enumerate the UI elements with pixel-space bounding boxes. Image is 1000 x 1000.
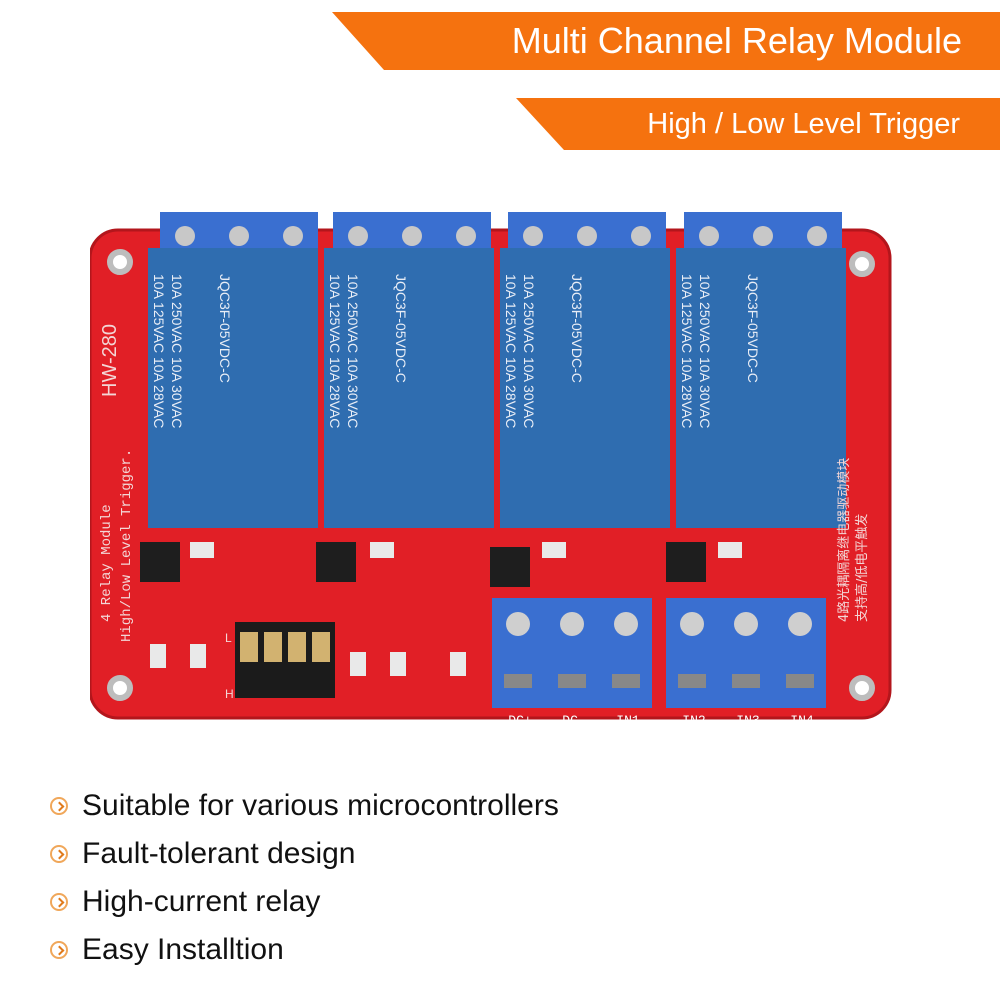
feature-item: High-current relay	[50, 878, 559, 926]
board-cn-label-2: 支持高/低电平触发	[854, 514, 870, 622]
pin-label-in4: IN4	[790, 713, 814, 728]
relay-3	[500, 212, 670, 528]
relay-3-rating-1: 10A 250VAC 10A 30VAC	[521, 274, 537, 428]
relay-1-rating-1: 10A 250VAC 10A 30VAC	[169, 274, 185, 428]
feature-item: Suitable for various microcontrollers	[50, 782, 559, 830]
pin-label-dc-plus: DC+	[508, 713, 532, 728]
relay-board-image: 10A 250VAC 10A 30VAC 10A 125VAC 10A 28VA…	[90, 212, 892, 728]
page-subtitle: High / Low Level Trigger	[647, 107, 960, 140]
relay-2-part: JQC3F-05VDC-C	[393, 274, 409, 383]
relay-1-part: JQC3F-05VDC-C	[217, 274, 233, 383]
feature-item: Fault-tolerant design	[50, 830, 559, 878]
relay-1	[148, 212, 318, 528]
relay-2-rating-1: 10A 250VAC 10A 30VAC	[345, 274, 361, 428]
feature-text: Easy Installtion	[82, 933, 284, 966]
mounting-holes	[107, 249, 875, 701]
board-cn-label-1: 4路光耦隔离继电器驱动模块	[836, 458, 852, 622]
board-label-1: 4 Relay Module	[99, 504, 115, 622]
pin-label-in3: IN3	[736, 713, 759, 728]
chevron-right-icon	[50, 893, 68, 911]
jumper-label-h: H	[225, 687, 234, 701]
jumper-block	[235, 622, 335, 698]
relay-4-rating-1: 10A 250VAC 10A 30VAC	[697, 274, 713, 428]
feature-text: High-current relay	[82, 885, 321, 918]
chevron-right-icon	[50, 845, 68, 863]
relay-3-rating-2: 10A 125VAC 10A 28VAC	[503, 274, 519, 428]
screw-terminal-power	[492, 598, 652, 708]
feature-list: Suitable for various microcontrollers Fa…	[50, 782, 559, 974]
relay-1-rating-2: 10A 125VAC 10A 28VAC	[151, 274, 167, 428]
page-title: Multi Channel Relay Module	[511, 20, 962, 61]
board-components	[140, 542, 742, 676]
feature-text: Suitable for various microcontrollers	[82, 789, 559, 822]
relay-2	[324, 212, 494, 528]
jumper-label-l: L	[225, 631, 232, 645]
board-model: HW-280	[99, 324, 121, 397]
screw-terminal-inputs	[666, 598, 826, 708]
relay-2-rating-2: 10A 125VAC 10A 28VAC	[327, 274, 343, 428]
relay-4-part: JQC3F-05VDC-C	[745, 274, 761, 383]
relay-4	[676, 212, 846, 528]
board-label-2: High/Low Level Trigger.	[119, 449, 135, 642]
feature-item: Easy Installtion	[50, 926, 559, 974]
feature-text: Fault-tolerant design	[82, 837, 356, 870]
chevron-right-icon	[50, 797, 68, 815]
pin-label-dc-minus: DC-	[562, 713, 585, 728]
pin-label-in1: IN1	[616, 713, 640, 728]
pin-label-in2: IN2	[682, 713, 705, 728]
relay-4-rating-2: 10A 125VAC 10A 28VAC	[679, 274, 695, 428]
chevron-right-icon	[50, 941, 68, 959]
title-banner: Multi Channel Relay Module	[332, 12, 1000, 70]
subtitle-banner: High / Low Level Trigger	[516, 98, 1000, 150]
relay-3-part: JQC3F-05VDC-C	[569, 274, 585, 383]
